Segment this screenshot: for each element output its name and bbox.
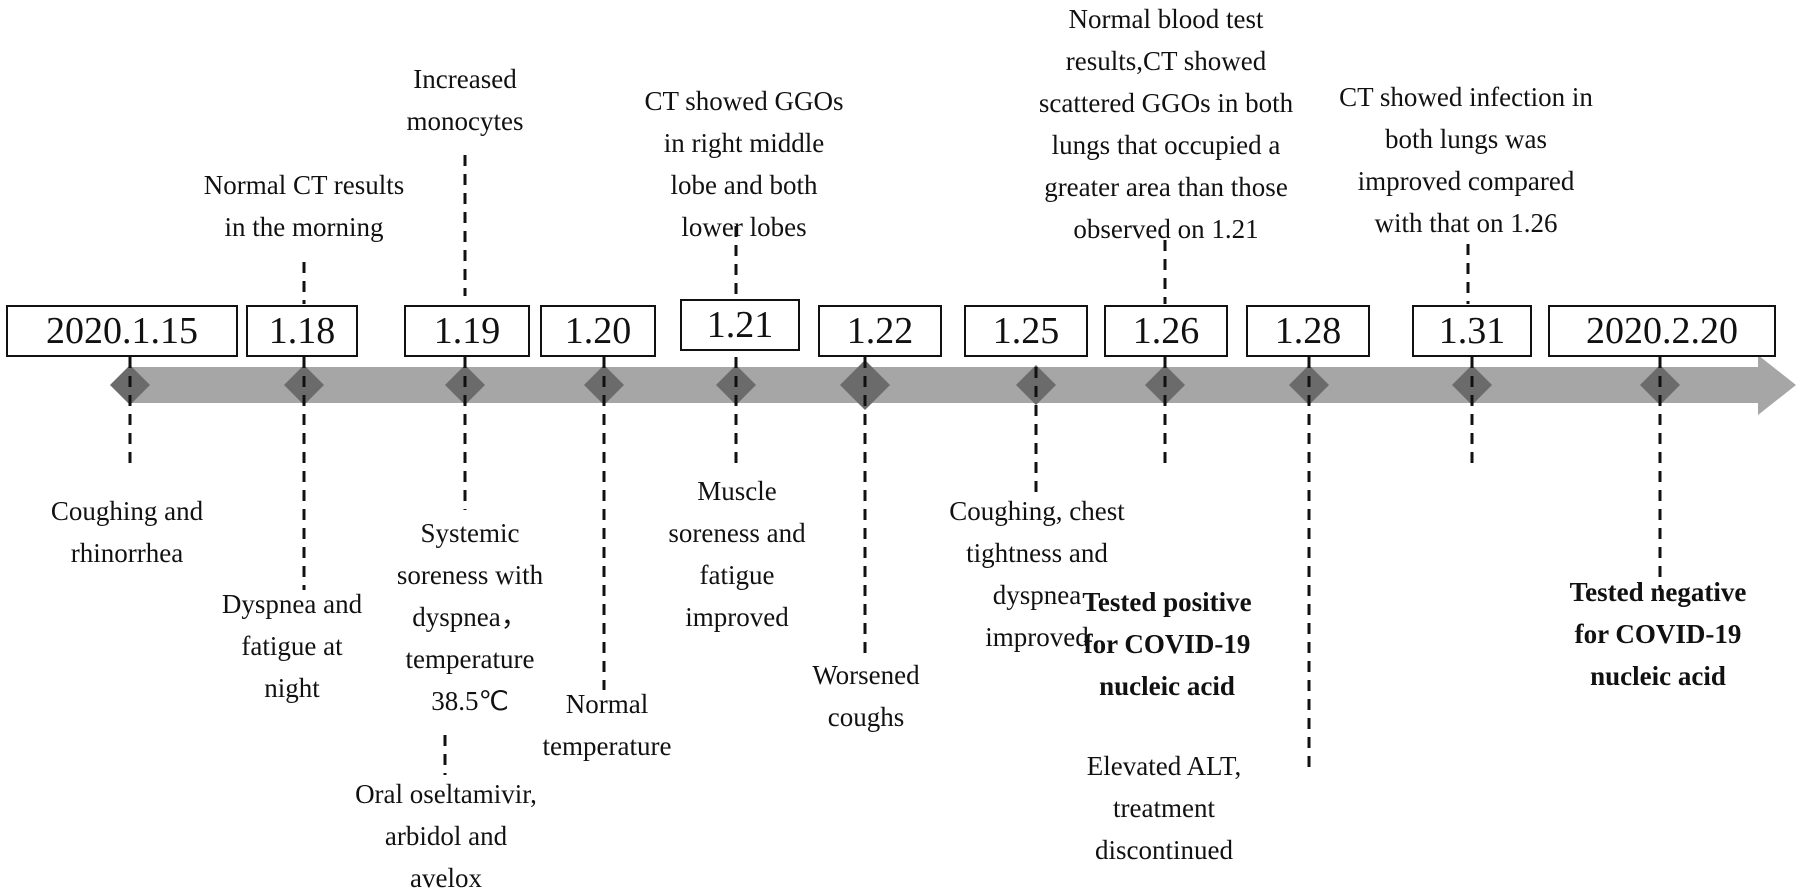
date-box-1-31: 1.31 [1412, 305, 1532, 357]
event-label-line: tightness and [966, 538, 1108, 568]
date-box-1-22: 1.22 [818, 305, 942, 357]
event-below-2020-1-15: Coughing and rhinorrhea [51, 490, 203, 574]
event-label-line: discontinued [1095, 835, 1233, 865]
event-above-1-21: CT showed GGOs in right middle lobe and bo… [644, 80, 843, 248]
event-above-1-19: Increased monocytes [407, 58, 524, 142]
event-label-line: temperature [405, 644, 535, 674]
event-label-line: results,CT showed [1065, 46, 1267, 76]
event-label-line: soreness and [668, 518, 806, 548]
event-below-1-18: Dyspnea and fatigue at night [222, 583, 362, 709]
event-label-line: monocytes [406, 106, 524, 136]
event-label-line: scattered GGOs in both [1038, 88, 1294, 118]
event-label-line: Tested negative [1569, 577, 1747, 607]
event-label-line: avelox [410, 863, 482, 892]
timeline-arrow [130, 355, 1796, 415]
date-box-1-19: 1.19 [404, 305, 530, 357]
event-label-line: fatigue [699, 560, 775, 590]
event-below-1-21: Muscle soreness and fatigue improved [668, 470, 805, 638]
event-above-1-26: Normal blood test results,CT showed scatte… [1039, 0, 1293, 250]
event-label-line: 38.5℃ [431, 686, 509, 716]
event-above-1-18: Normal CT results in the morning [204, 164, 404, 248]
event-label-line: nucleic acid [1590, 661, 1726, 691]
event-label-line: observed on 1.21 [1073, 214, 1259, 244]
event-label-line: temperature [542, 731, 672, 761]
event-label-line: treatment [1113, 793, 1215, 823]
event-label-line: CT showed GGOs [644, 86, 844, 116]
event-label-line: Elevated ALT, [1086, 751, 1242, 781]
event-label-line: dyspnea， [412, 602, 528, 632]
event-below-1-22: Worsened coughs [812, 654, 919, 738]
timeline-marker-6 [1016, 365, 1056, 405]
event-label-line: nucleic acid [1099, 671, 1235, 701]
event-label-line: fatigue at [241, 631, 343, 661]
event-label-line: Normal blood test [1068, 4, 1264, 34]
event-label-line: both lungs was [1385, 124, 1547, 154]
event-label-line: Worsened [812, 660, 920, 690]
event-label-line: Dyspnea and [221, 589, 363, 619]
event-label-line: lungs that occupied a [1051, 130, 1281, 160]
event-below-1-20: Normal temperature [543, 683, 672, 767]
event-label-line: night [264, 673, 320, 703]
event-label-line: in right middle [663, 128, 825, 158]
event-label-line: soreness with [396, 560, 544, 590]
event-label-line: arbidol and [384, 821, 508, 851]
event-label-line: Oral oseltamivir, [355, 779, 537, 809]
event-label-line: CT showed infection in [1339, 82, 1593, 112]
event-label-line: for COVID-19 [1574, 619, 1742, 649]
event-label-line: lobe and both [670, 170, 818, 200]
event-below-1-28: Elevated ALT, treatment discontinued [1087, 745, 1241, 871]
date-box-2020-1-15: 2020.1.15 [6, 305, 238, 357]
event-label-line: in the morning [224, 212, 384, 242]
date-box-1-21: 1.21 [680, 299, 800, 351]
event-label-line: improved [985, 622, 1089, 652]
date-box-2020-2-20: 2020.2.20 [1548, 305, 1776, 357]
event-label-line: rhinorrhea [70, 538, 184, 568]
event-below-1-25: Coughing, chest tightness and dyspnea impro… [949, 490, 1125, 658]
event-label-line: greater area than those [1044, 172, 1288, 202]
event-label-line: Normal [565, 689, 649, 719]
event-label-line: improved [685, 602, 789, 632]
event-label-line: Normal CT results [203, 170, 405, 200]
event-label-line: Coughing and [50, 496, 204, 526]
event-label-line: improved compared [1357, 166, 1575, 196]
event-label-line: lower lobes [681, 212, 807, 242]
event-label-line: Increased [413, 64, 517, 94]
event-label-line: Muscle [697, 476, 777, 506]
event-label-line: with that on 1.26 [1374, 208, 1558, 238]
event-above-1-31: CT showed infection in both lungs was impr… [1339, 76, 1593, 244]
event-below-1-19: Oral oseltamivir, arbidol and avelox [355, 773, 537, 892]
event-label-line: for COVID-19 [1083, 629, 1251, 659]
event-label-line: dyspnea [992, 580, 1082, 610]
date-box-1-28: 1.28 [1246, 305, 1370, 357]
event-below-1-19: Systemic soreness with dyspnea， temperature… [397, 512, 543, 722]
event-label-line: coughs [827, 702, 905, 732]
event-below-1-28: Tested positive for COVID-19 nucleic acid [1082, 581, 1251, 707]
event-label-line: Tested positive [1082, 587, 1252, 617]
date-box-1-25: 1.25 [964, 305, 1088, 357]
event-label-line: Coughing, chest [949, 496, 1125, 526]
date-box-1-20: 1.20 [540, 305, 656, 357]
event-below-2020-2-20: Tested negative for COVID-19 nucleic acid [1570, 571, 1747, 697]
date-box-1-18: 1.18 [246, 305, 358, 357]
event-label-line: Systemic [420, 518, 520, 548]
date-box-1-26: 1.26 [1104, 305, 1228, 357]
